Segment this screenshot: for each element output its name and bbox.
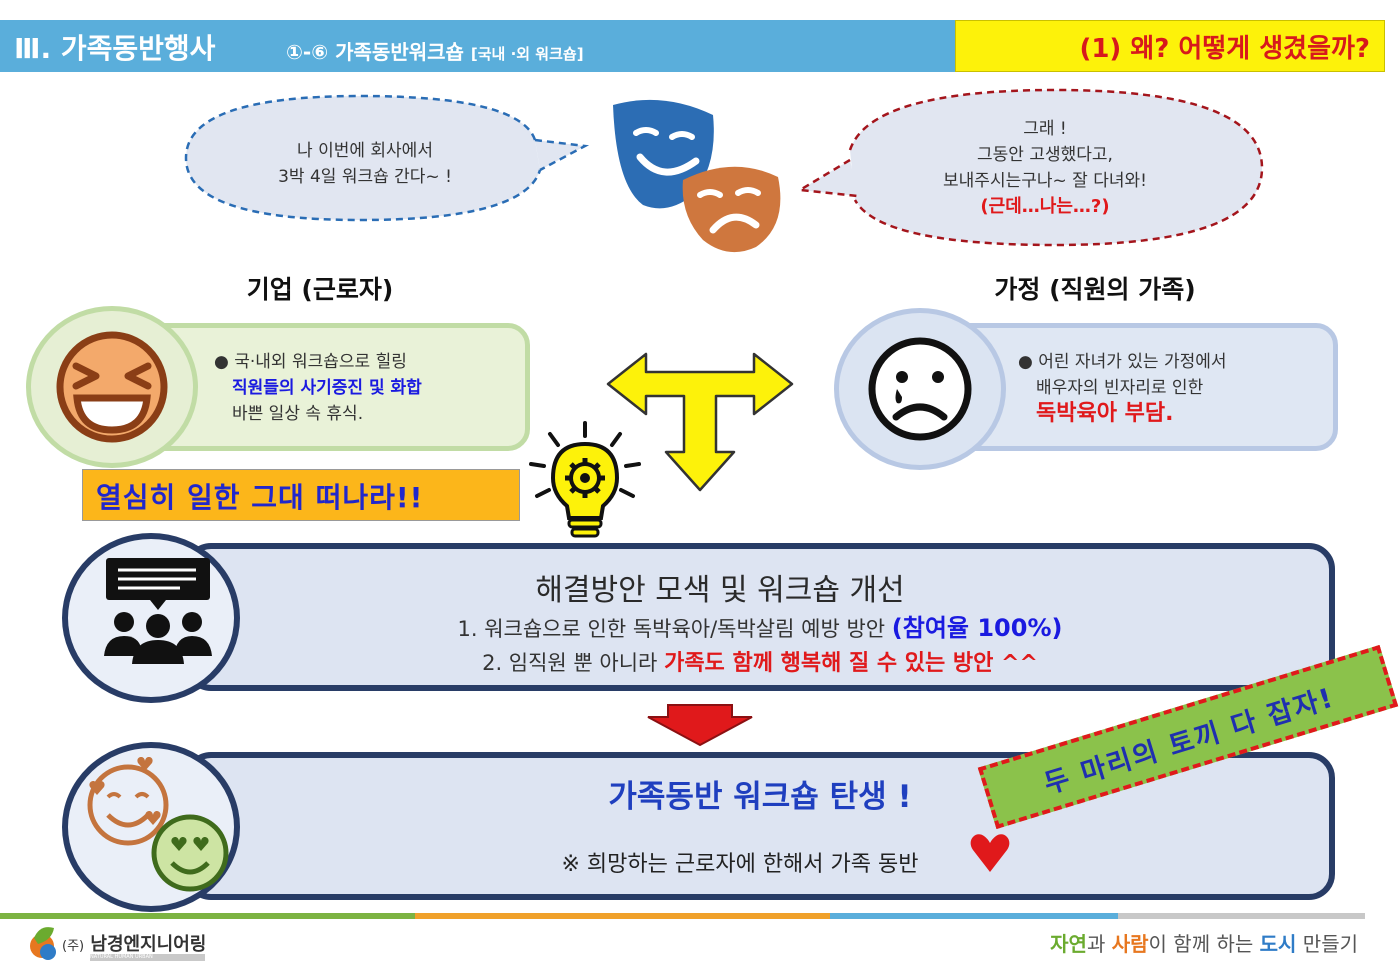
bubble-right-text: 그래 ! 그동안 고생했다고, 보내주시는구나~ 잘 다녀와! (근데…나는…?… xyxy=(885,116,1205,220)
laughing-face-icon xyxy=(56,331,168,443)
company-line1: 국·내외 워크숍으로 힐링 xyxy=(234,352,407,372)
bubble-right-emphasis: (근데…나는…?) xyxy=(980,196,1110,217)
result-title: 가족동반 워크숍 탄생 ! xyxy=(608,779,912,815)
family-line1: 어린 자녀가 있는 가정에서 xyxy=(1038,352,1227,372)
slogan-text: 열심히 일한 그대 떠나라!! xyxy=(96,481,424,514)
family-text: ● 어린 자녀가 있는 가정에서 배우자의 빈자리로 인한 독박육아 부담. xyxy=(1018,349,1227,427)
down-arrow-icon xyxy=(647,704,753,747)
solution-title: 해결방안 모색 및 워크숍 개선 xyxy=(535,573,905,608)
speech-bubble-right xyxy=(796,88,1264,247)
footer-slogan-part: 만들기 xyxy=(1296,932,1358,956)
solution-box xyxy=(185,543,1335,691)
section-subtitle: ①-⑥ 가족동반워크숍 [국내 ·외 워크숍] xyxy=(286,36,584,65)
header-bar xyxy=(0,20,955,72)
slogan-box xyxy=(82,469,520,521)
bubble-right-line: 그래 ! xyxy=(1023,119,1067,139)
footer-slogan-part: 사람 xyxy=(1111,932,1149,956)
family-line3: 독박육아 부담. xyxy=(1036,401,1174,426)
company-text: ● 국·내외 워크숍으로 힐링 직원들의 사기증진 및 화합 바쁜 일상 속 휴… xyxy=(214,349,422,427)
subtitle-main: ①-⑥ 가족동반워크숍 xyxy=(286,40,464,64)
family-title: 가정 (직원의 가족) xyxy=(994,275,1196,304)
footer-slogan-part: 과 xyxy=(1086,932,1112,956)
company-name-text: 남경엔지니어링 xyxy=(90,934,207,955)
bubble-right-line: 보내주시는구나~ 잘 다녀와! xyxy=(943,171,1147,191)
company-title: 기업 (근로자) xyxy=(246,275,394,304)
solution-line1-emphasis: (참여율 100%) xyxy=(891,614,1063,642)
three-way-arrow-icon xyxy=(606,352,794,492)
family-line2: 배우자의 빈자리로 인한 xyxy=(1036,378,1204,398)
result-note: ※ 희망하는 근로자에 한해서 가족 동반 xyxy=(561,852,919,877)
speech-bubbles xyxy=(184,88,1264,247)
company-prefix: (주) xyxy=(62,939,85,954)
footer-slogan-part: 이 함께 하는 xyxy=(1148,932,1260,956)
love-faces-icon xyxy=(87,757,229,892)
family-bullet: ● xyxy=(1018,352,1033,372)
lightbulb-gear-icon xyxy=(529,421,641,538)
solution-line1-text: 1. 워크숍으로 인한 독박육아/독박살림 예방 방안 xyxy=(457,617,886,641)
company-tagline: NATURAL HUMAN URBAN xyxy=(90,954,205,961)
solution-line1: 1. 워크숍으로 인한 독박육아/독박살림 예방 방안 (참여율 100%) xyxy=(300,608,1220,643)
bubble-left-line: 3박 4일 워크숍 간다~ ! xyxy=(278,167,452,187)
company-line3: 바쁜 일상 속 휴식. xyxy=(232,404,364,424)
heart-icon xyxy=(970,834,1010,872)
theater-masks-icon xyxy=(613,99,781,253)
solution-line2-emphasis: 가족도 함께 행복해 질 수 있는 방안 ^^ xyxy=(664,651,1038,676)
footer-slogan-part: 도시 xyxy=(1259,932,1297,956)
section-title: Ⅲ. 가족동반행사 xyxy=(14,32,216,65)
bubble-left-line: 나 이번에 회사에서 xyxy=(297,141,433,161)
company-line2: 직원들의 사기증진 및 화합 xyxy=(232,378,422,398)
solution-line2-text: 2. 임직원 뿐 아니라 xyxy=(482,651,658,675)
company-logo-icon xyxy=(30,927,56,960)
solution-line2: 2. 임직원 뿐 아니라 가족도 함께 행복해 질 수 있는 방안 ^^ xyxy=(300,645,1220,677)
question-box xyxy=(955,20,1385,72)
bubble-left-text: 나 이번에 회사에서 3박 4일 워크숍 간다~ ! xyxy=(225,138,505,190)
meeting-people-icon xyxy=(104,558,212,664)
footer-slogan: 자연과 사람이 함께 하는 도시 만들기 xyxy=(1020,928,1358,957)
question-title: (1) 왜? 어떻게 생겼을까? xyxy=(1079,34,1370,64)
footer-line xyxy=(0,913,1365,919)
company-name: (주) 남경엔지니어링 xyxy=(62,930,206,956)
speech-bubble-left xyxy=(184,94,590,222)
crying-face-icon xyxy=(868,337,972,441)
subtitle-small: [국내 ·외 워크숍] xyxy=(470,45,584,63)
company-bullet: ● xyxy=(214,352,229,372)
bubble-right-line: 그동안 고생했다고, xyxy=(977,145,1113,165)
footer-slogan-part: 자연 xyxy=(1050,932,1087,956)
